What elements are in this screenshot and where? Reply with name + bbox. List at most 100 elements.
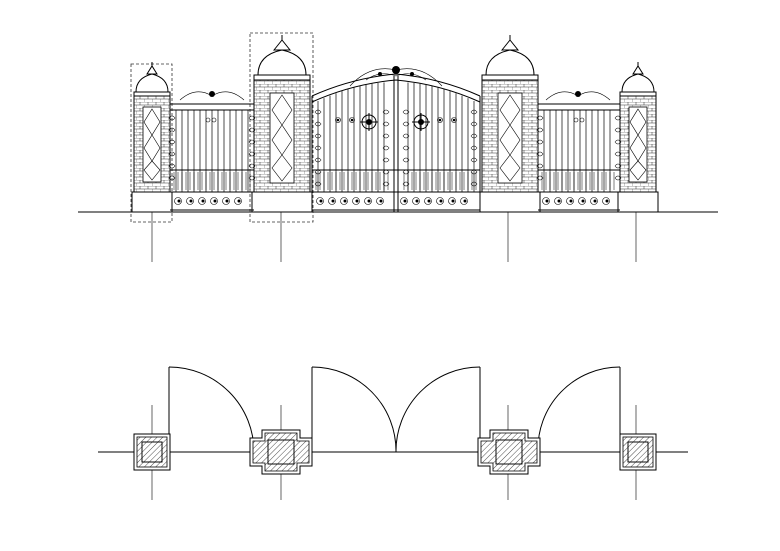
railing-detail-mark <box>201 199 205 203</box>
railing-detail-mark <box>536 151 544 157</box>
railing-detail-mark <box>557 199 561 203</box>
railing-detail-mark <box>177 199 181 203</box>
railing-detail-mark <box>205 117 211 123</box>
railing-detail-mark <box>460 197 468 205</box>
railing-detail-mark <box>536 127 544 133</box>
railing-detail-mark <box>614 127 622 133</box>
railing-detail-mark <box>379 199 383 203</box>
railing-detail-mark <box>352 197 360 205</box>
railing-detail-mark <box>470 181 478 187</box>
railing-detail-mark <box>451 117 457 123</box>
railing-detail-mark <box>452 118 456 122</box>
railing-detail-mark <box>248 163 256 169</box>
railing-detail-mark <box>415 199 419 203</box>
railing-detail-mark <box>382 181 390 187</box>
railing-detail-mark <box>234 197 242 205</box>
railing-detail-mark <box>573 117 579 123</box>
railing-detail-mark <box>402 133 410 139</box>
railing-detail-mark <box>581 199 585 203</box>
railing-detail-mark <box>198 197 206 205</box>
railing-detail-mark <box>437 117 443 123</box>
door-swings <box>168 366 621 453</box>
railing-detail-mark <box>211 117 217 123</box>
railing-detail-mark <box>168 151 176 157</box>
railing-detail-mark <box>614 151 622 157</box>
railing-detail-mark <box>331 199 335 203</box>
railing-detail-mark <box>168 139 176 145</box>
railing-detail-mark <box>545 199 549 203</box>
elevation-view <box>78 32 718 262</box>
railing-detail-mark <box>168 175 176 181</box>
railing-detail-mark <box>578 197 586 205</box>
railing-detail-mark <box>382 157 390 163</box>
railing-detail-mark <box>402 157 410 163</box>
railing-detail-mark <box>536 175 544 181</box>
railing-detail-mark <box>436 197 444 205</box>
railing-detail-mark <box>248 115 256 121</box>
railing-detail-mark <box>225 199 229 203</box>
railing-detail-mark <box>222 197 230 205</box>
railing-detail-mark <box>427 199 431 203</box>
railing-detail-mark <box>168 163 176 169</box>
railing-detail-mark <box>350 118 354 122</box>
railing-detail-mark <box>316 197 324 205</box>
railing-detail-mark <box>536 115 544 121</box>
railing-detail-mark <box>314 109 322 115</box>
railing-detail-mark <box>470 121 478 127</box>
railing-detail-mark <box>590 197 598 205</box>
pillar-small-left <box>131 62 173 213</box>
railing-detail-mark <box>335 117 341 123</box>
railing-detail-mark <box>566 197 574 205</box>
railing-detail-mark <box>314 133 322 139</box>
railing-detail-mark <box>189 199 193 203</box>
fence-panel-right <box>538 91 620 211</box>
detail-box-large-pillar <box>249 32 314 223</box>
railing-detail-mark <box>403 199 407 203</box>
railing-detail-mark <box>168 115 176 121</box>
pillar-small-right <box>617 62 659 213</box>
railing-detail-mark <box>340 197 348 205</box>
railing-detail-mark <box>343 199 347 203</box>
railing-detail-mark <box>168 127 176 133</box>
railing-detail-mark <box>314 121 322 127</box>
railing-details <box>168 82 622 205</box>
railing-detail-mark <box>614 163 622 169</box>
railing-detail-mark <box>402 145 410 151</box>
railing-detail-mark <box>314 145 322 151</box>
railing-detail-mark <box>614 115 622 121</box>
railing-detail-mark <box>614 175 622 181</box>
plan-view <box>98 366 688 500</box>
railing-detail-mark <box>400 197 408 205</box>
railing-detail-mark <box>470 109 478 115</box>
railing-detail-mark <box>579 117 585 123</box>
railing-detail-mark <box>542 197 550 205</box>
railing-detail-mark <box>314 169 322 175</box>
railing-detail-mark <box>554 197 562 205</box>
railing-detail-mark <box>248 175 256 181</box>
railing-detail-mark <box>367 199 371 203</box>
railing-detail-mark <box>174 197 182 205</box>
railing-detail-mark <box>424 197 432 205</box>
railing-detail-mark <box>448 197 456 205</box>
plan-pillar-large-left <box>249 429 313 475</box>
railing-detail-mark <box>248 127 256 133</box>
railing-detail-mark <box>412 197 420 205</box>
railing-detail-mark <box>349 117 355 123</box>
railing-detail-mark <box>605 199 609 203</box>
railing-detail-mark <box>438 118 442 122</box>
railing-detail-mark <box>314 181 322 187</box>
main-gate <box>311 66 481 212</box>
plan-pillar-large-right <box>477 429 541 475</box>
gate-rosette-right <box>412 113 430 131</box>
railing-detail-mark <box>319 199 323 203</box>
railing-detail-mark <box>593 199 597 203</box>
railing-detail-mark <box>602 197 610 205</box>
railing-detail-mark <box>382 121 390 127</box>
railing-detail-mark <box>382 133 390 139</box>
railing-detail-mark <box>355 199 359 203</box>
railing-detail-mark <box>402 109 410 115</box>
railing-detail-mark <box>402 181 410 187</box>
railing-detail-mark <box>402 121 410 127</box>
